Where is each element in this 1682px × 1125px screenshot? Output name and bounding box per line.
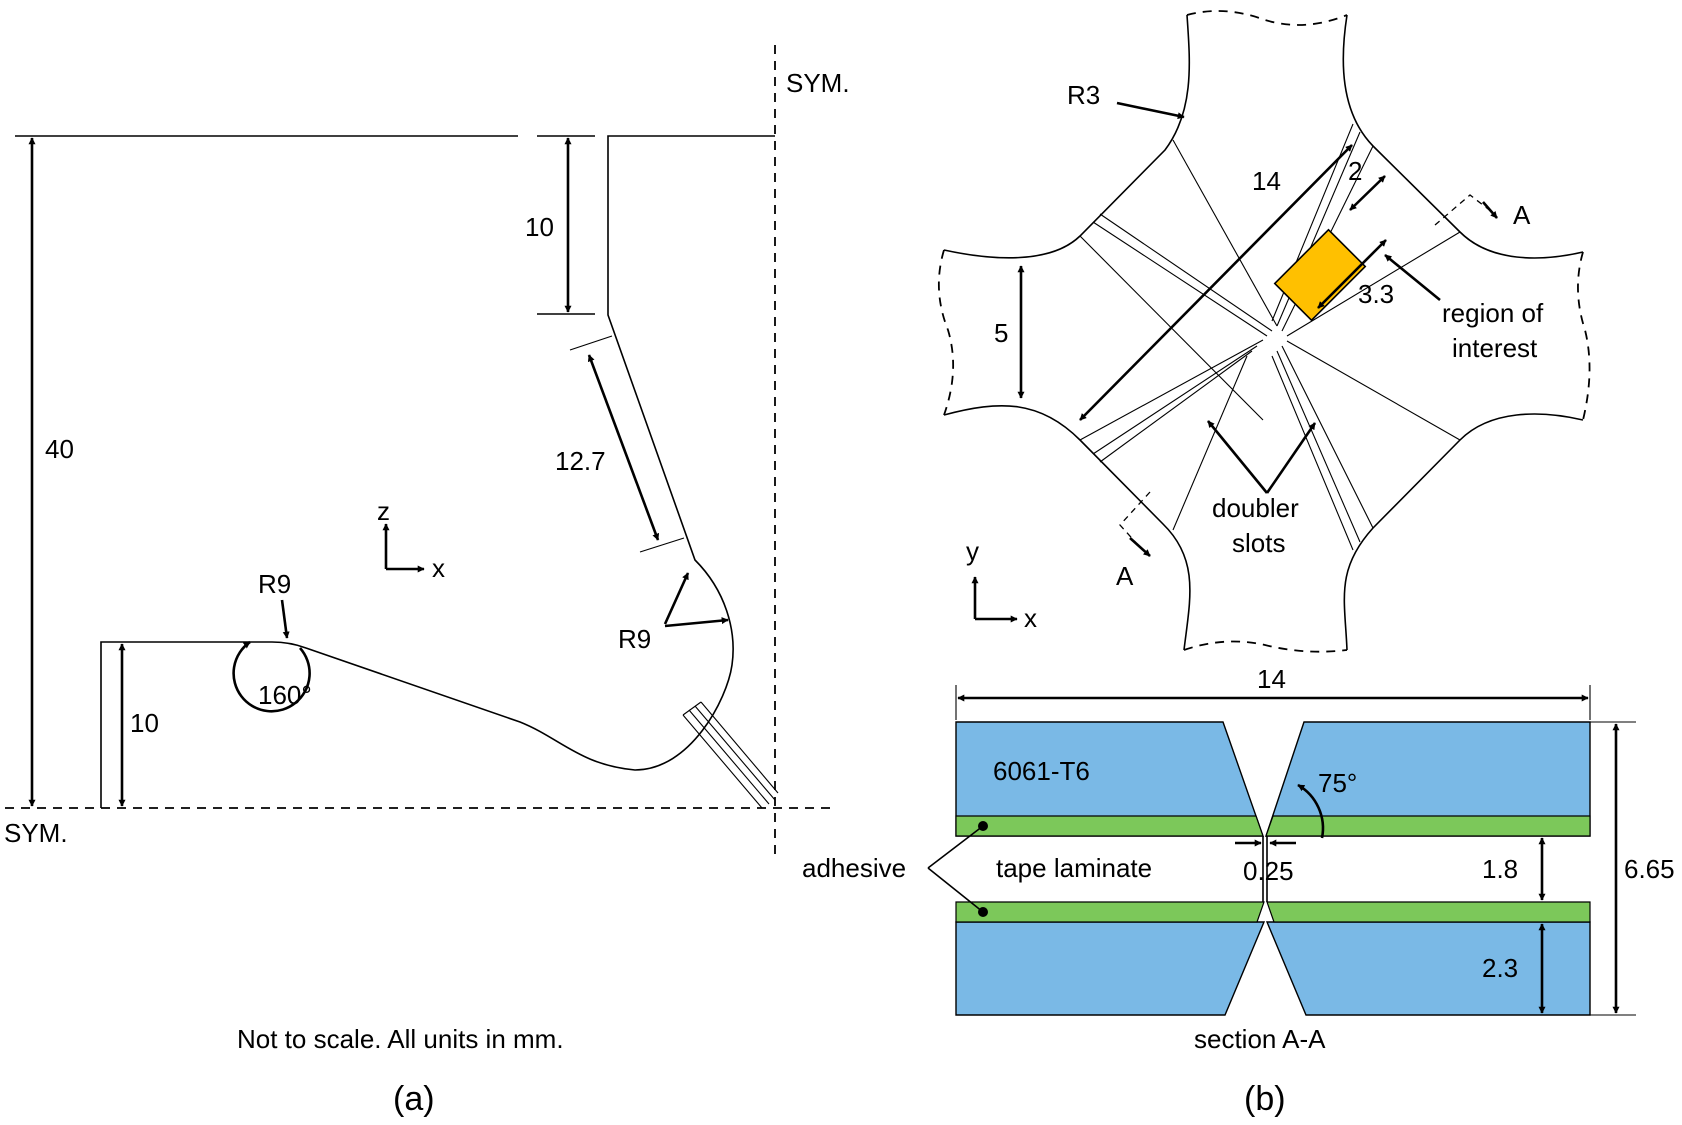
angle-75-label: 75° xyxy=(1318,768,1357,798)
section-mark-top-line xyxy=(1434,194,1493,226)
region-of-interest-leader xyxy=(1384,253,1441,302)
aluminum-bottom-left xyxy=(955,921,1266,1016)
dim-14-diag-arrow xyxy=(1079,144,1353,421)
break-line-bottom xyxy=(1183,640,1348,653)
doubler-slots-leader-left xyxy=(1206,420,1269,494)
caption-b: (b) xyxy=(1244,1080,1286,1118)
axis-x-label-a: x xyxy=(432,553,445,583)
r9-right-arrow-lower xyxy=(664,617,729,628)
dim-2-arrow xyxy=(1349,175,1386,211)
adhesive-label: adhesive xyxy=(802,853,906,883)
r9-left-arrow xyxy=(280,599,290,639)
adhesive-leader-top xyxy=(927,825,984,869)
specimen-profile xyxy=(100,135,775,808)
section-label: section A-A xyxy=(1194,1024,1326,1054)
doubler-slot-stub xyxy=(682,701,779,809)
dim-3-3-label: 3.3 xyxy=(1358,279,1394,309)
dim-12-7-label: 12.7 xyxy=(555,446,606,476)
dim-10-bottom-label: 10 xyxy=(130,708,159,738)
r3-arrow xyxy=(1116,101,1185,120)
sym-label-left: SYM. xyxy=(4,818,68,848)
r9-right-arrow-upper xyxy=(663,572,690,625)
slope-extension-top xyxy=(569,335,613,351)
angle-160-arc xyxy=(232,640,311,713)
doubler-slots-label-line2: slots xyxy=(1232,528,1285,558)
region-of-interest-label-line2: interest xyxy=(1452,333,1538,363)
sym-label-top: SYM. xyxy=(786,68,850,98)
angle-75-arc xyxy=(1297,783,1325,839)
region-of-interest-label-line1: region of xyxy=(1442,298,1544,328)
doubler-slots-leader-right xyxy=(1265,422,1317,494)
dim-14-diag-label: 14 xyxy=(1252,166,1281,196)
break-line-right xyxy=(1577,251,1591,421)
angle-160-label: 160° xyxy=(258,680,312,710)
panel-a: SYM. SYM. 40 10 12.7 10 R9 16 xyxy=(4,45,850,1118)
panel-b-section: 14 6061-T6 75° 0.25 adhesive tape lamina… xyxy=(802,664,1675,1118)
dim-6-65-label: 6.65 xyxy=(1624,854,1675,884)
r9-right-label: R9 xyxy=(618,624,651,654)
break-line-top xyxy=(1186,10,1348,26)
dim-12-7-arrow xyxy=(587,354,660,541)
dim-10-top-label: 10 xyxy=(525,212,554,242)
dim-3-3-arrow xyxy=(1317,239,1387,309)
dim-5-label: 5 xyxy=(994,318,1008,348)
dim-40-label: 40 xyxy=(45,434,74,464)
axis-x-label-b: x xyxy=(1024,603,1037,633)
material-label: 6061-T6 xyxy=(993,756,1090,786)
axes-zx: z x xyxy=(377,496,445,583)
adhesive-leader-bottom xyxy=(927,867,984,913)
r3-label: R3 xyxy=(1067,80,1100,110)
section-mark-top-label: A xyxy=(1513,200,1531,230)
scale-note: Not to scale. All units in mm. xyxy=(237,1024,564,1054)
section-mark-top-arrow xyxy=(1482,201,1498,219)
slope-extension-bottom xyxy=(639,537,685,553)
section-mark-bottom-arrow xyxy=(1129,537,1151,557)
tape-laminate-label: tape laminate xyxy=(996,853,1152,883)
section-mark-bottom-label: A xyxy=(1116,561,1134,591)
dim-2-3-label: 2.3 xyxy=(1482,953,1518,983)
axes-yx: y x xyxy=(966,536,1037,633)
adhesive-bottom-right xyxy=(1266,901,1591,923)
dim-14-width-label: 14 xyxy=(1257,664,1286,694)
axis-z-label: z xyxy=(377,496,390,526)
panel-b-cruciform: 14 2 3.3 5 R3 A A region of interest dou… xyxy=(937,10,1591,653)
adhesive-top-left xyxy=(955,815,1264,837)
adhesive-bottom-left xyxy=(955,901,1265,923)
dim-0-25-label: 0.25 xyxy=(1243,856,1294,886)
adhesive-top-right xyxy=(1265,815,1591,837)
section-mark-bottom-line xyxy=(1119,491,1151,546)
doubler-slots-label-line1: doubler xyxy=(1212,493,1299,523)
break-line-left xyxy=(937,249,955,416)
dim-2-label: 2 xyxy=(1348,156,1362,186)
caption-a: (a) xyxy=(393,1080,435,1118)
dim-1-8-label: 1.8 xyxy=(1482,854,1518,884)
axis-y-label: y xyxy=(966,536,979,566)
r9-left-label: R9 xyxy=(258,569,291,599)
